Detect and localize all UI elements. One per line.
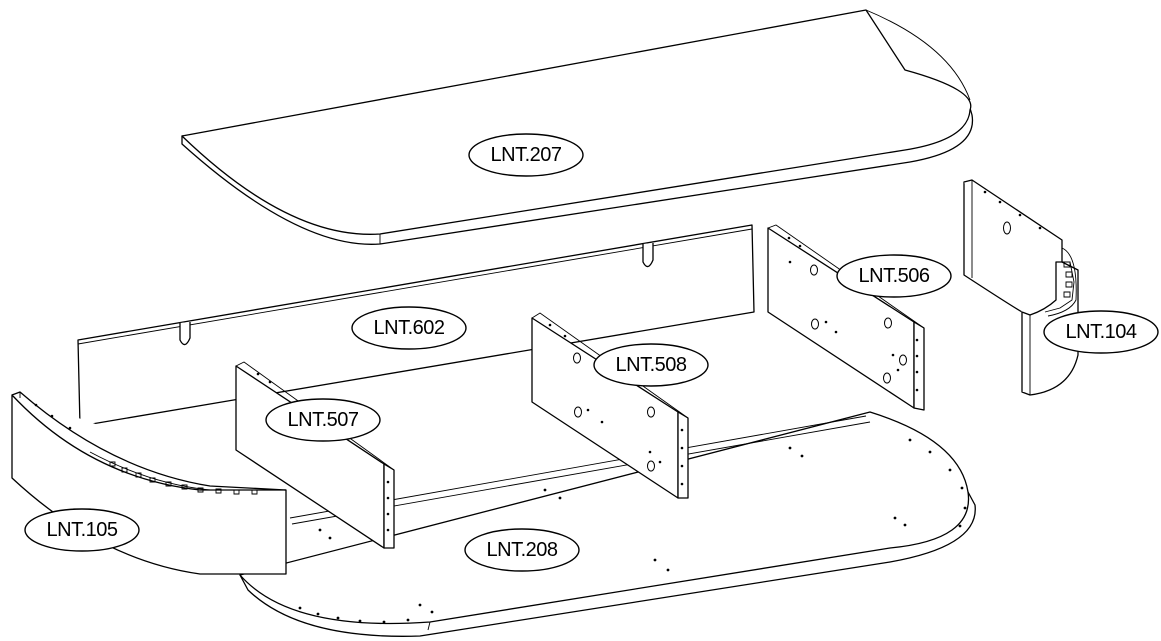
label-lnt-507: LNT.507 xyxy=(265,398,381,442)
left-curved-end-holes xyxy=(34,403,257,494)
label-lnt-208: LNT.208 xyxy=(464,528,580,572)
label-lnt-207-text: LNT.207 xyxy=(491,144,562,166)
label-lnt-508: LNT.508 xyxy=(593,343,709,387)
label-lnt-506: LNT.506 xyxy=(836,254,952,298)
label-lnt-508-text: LNT.508 xyxy=(616,354,687,376)
label-lnt-105-text: LNT.105 xyxy=(47,519,118,541)
label-lnt-207: LNT.207 xyxy=(468,133,584,177)
label-lnt-105: LNT.105 xyxy=(24,508,140,552)
label-lnt-602-text: LNT.602 xyxy=(374,317,445,339)
label-lnt-602: LNT.602 xyxy=(351,306,467,350)
label-lnt-104: LNT.104 xyxy=(1043,310,1159,354)
top-panel-lnt-207 xyxy=(182,10,972,244)
right-curved-end-lnt-104 xyxy=(964,180,1078,395)
label-lnt-104-text: LNT.104 xyxy=(1066,321,1137,343)
label-lnt-208-text: LNT.208 xyxy=(487,539,558,561)
bottom-panel-holes xyxy=(298,438,967,624)
label-lnt-507-text: LNT.507 xyxy=(288,409,359,431)
label-lnt-506-text: LNT.506 xyxy=(859,265,930,287)
right-side-panel-lnt-506 xyxy=(768,225,924,410)
middle-divider-right-lnt-508 xyxy=(532,313,688,498)
